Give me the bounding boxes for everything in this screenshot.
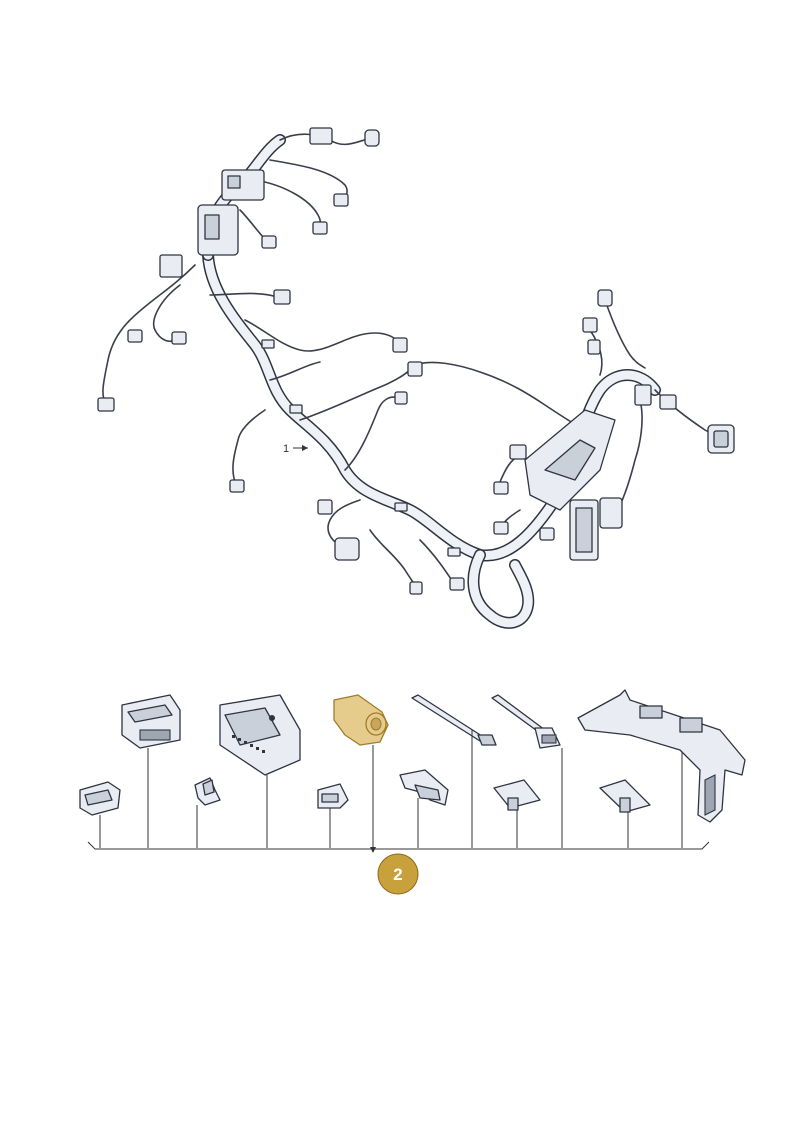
connector-housing-a	[121, 694, 181, 749]
cable-holder	[399, 769, 449, 806]
callout-2-label: 2	[393, 865, 402, 884]
wiring-harness	[97, 127, 735, 629]
mounting-bracket	[577, 689, 746, 823]
clip-b	[317, 783, 349, 809]
callout-2-badge: 2	[377, 853, 419, 895]
callout-1-label: 1	[283, 443, 289, 455]
callout-1: 1	[283, 443, 308, 455]
small-connector	[79, 781, 121, 816]
clip-a	[194, 777, 221, 806]
clip-d	[599, 779, 651, 813]
cable-tie-a	[411, 694, 497, 746]
connector-housing-b	[219, 694, 301, 776]
cable-tie-b	[491, 694, 561, 749]
clip-c	[493, 779, 541, 811]
components-group	[79, 689, 746, 853]
highlighted-boot	[333, 694, 389, 746]
leader-lines	[87, 730, 710, 853]
